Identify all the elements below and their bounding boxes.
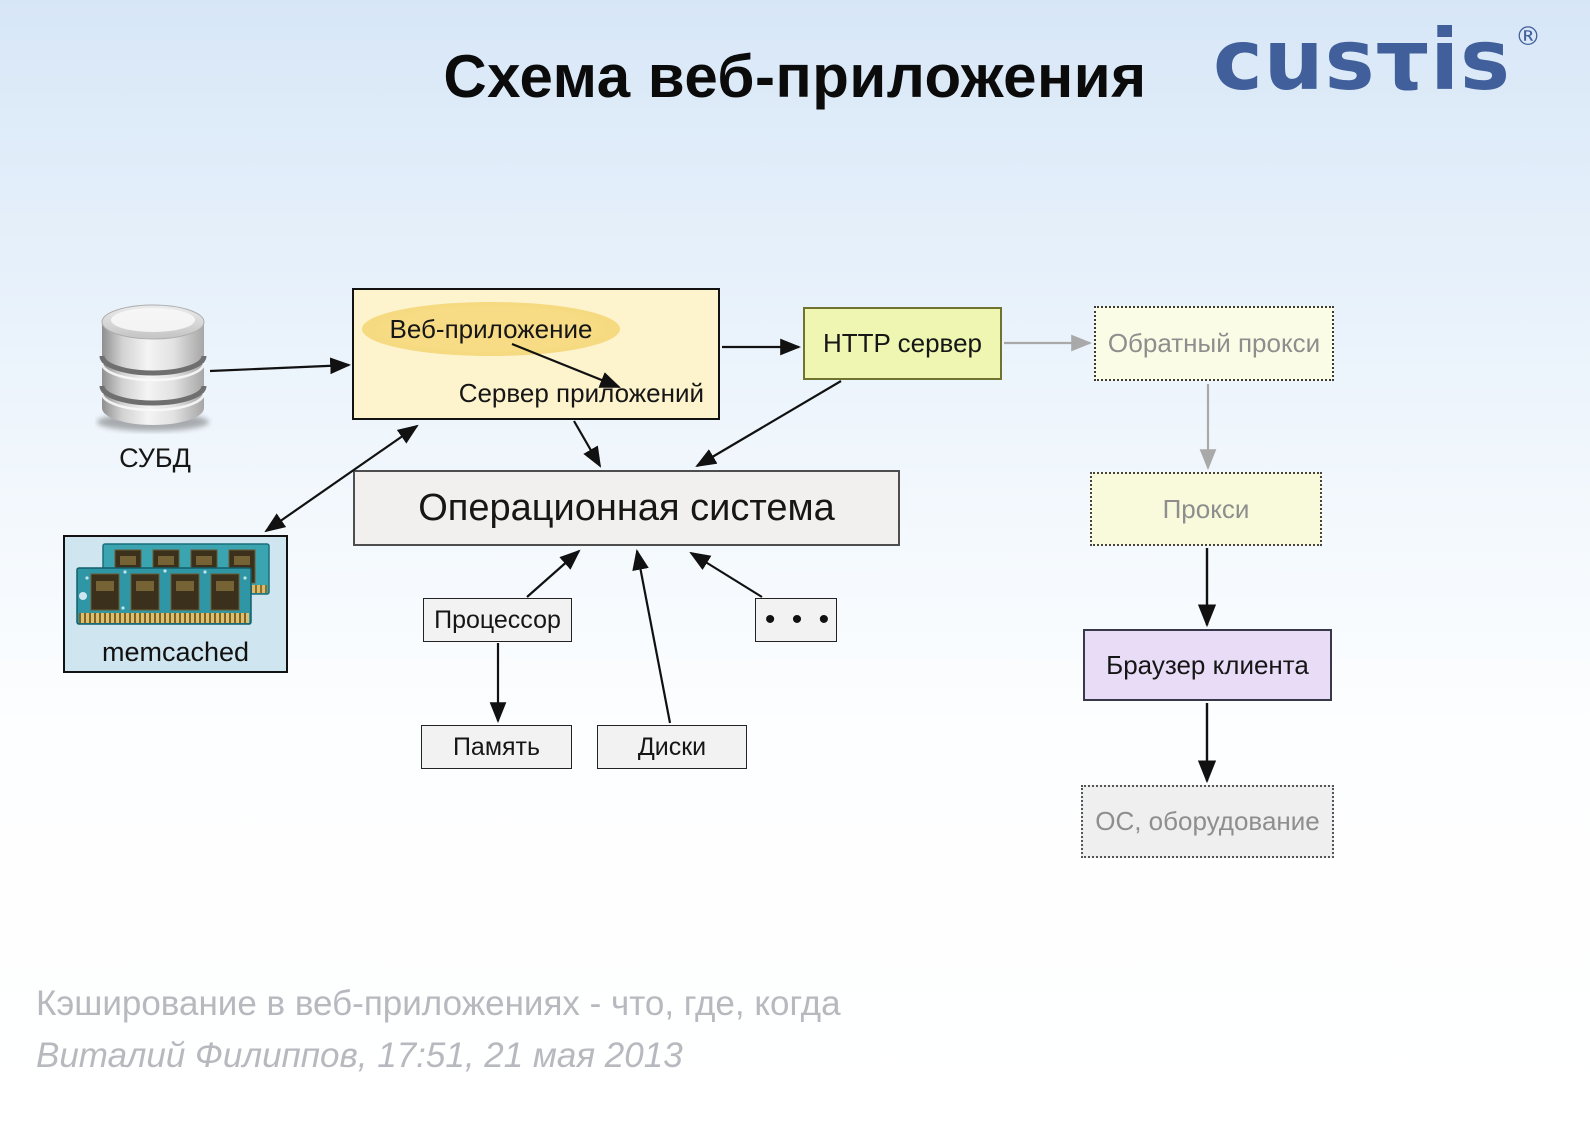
arrow-ellipsis-to-os — [689, 551, 763, 598]
ellipsis-box: • • • — [755, 598, 837, 642]
footer-author: Виталий Филиппов, 17:51, 21 мая 2013 — [36, 1036, 683, 1075]
custis-logo-text: cusτis — [1213, 11, 1511, 109]
os-label: Операционная система — [418, 486, 835, 529]
os-hardware-box: ОС, оборудование — [1081, 785, 1334, 858]
database-icon — [95, 300, 213, 439]
reverse-proxy-label: Обратный прокси — [1107, 328, 1321, 358]
disks-label: Диски — [637, 732, 707, 761]
memcached-label: memcached — [101, 637, 250, 667]
cpu-label: Процессор — [434, 605, 561, 634]
http-server-label: HTTP сервер — [823, 328, 982, 358]
web-app-ellipse: Веб-приложение — [362, 302, 620, 356]
app-server-label: Сервер приложений — [458, 378, 704, 408]
proxy-label: Прокси — [1162, 493, 1250, 524]
custis-logo: cusτis® — [1213, 18, 1541, 102]
os-box: Операционная система — [353, 470, 900, 546]
database-label: СУБД — [119, 443, 191, 473]
reverse-proxy-box: Обратный прокси — [1094, 306, 1334, 381]
registered-mark: ® — [1515, 22, 1542, 52]
page-title: Схема веб-приложения — [443, 43, 1147, 110]
os-hardware-label: ОС, оборудование — [1095, 806, 1320, 836]
memory-box: Память — [421, 725, 572, 769]
ram-sticks-image — [75, 542, 277, 645]
client-browser-label: Браузер клиента — [1106, 649, 1309, 680]
web-app-box: Веб-приложение Сервер приложений — [352, 288, 720, 420]
footer: Кэширование в веб-приложениях - что, где… — [36, 978, 841, 1082]
footer-title: Кэширование в веб-приложениях - что, где… — [36, 984, 841, 1023]
memcached-box: memcached — [63, 535, 288, 673]
arrow-cpu-to-os — [526, 549, 581, 598]
web-app-label: Веб-приложение — [389, 313, 593, 344]
arrow-db-to-webapp — [209, 357, 352, 375]
client-browser-box: Браузер клиента — [1083, 629, 1332, 701]
disks-box: Диски — [597, 725, 747, 769]
cpu-box: Процессор — [423, 598, 572, 642]
http-server-box: HTTP сервер — [803, 307, 1002, 380]
ellipsis-label: • • • — [764, 603, 834, 636]
proxy-box: Прокси — [1090, 472, 1322, 546]
arrow-disks-to-os — [632, 548, 672, 724]
arrow-webapp-to-os — [573, 420, 602, 468]
memory-label: Память — [452, 732, 541, 761]
